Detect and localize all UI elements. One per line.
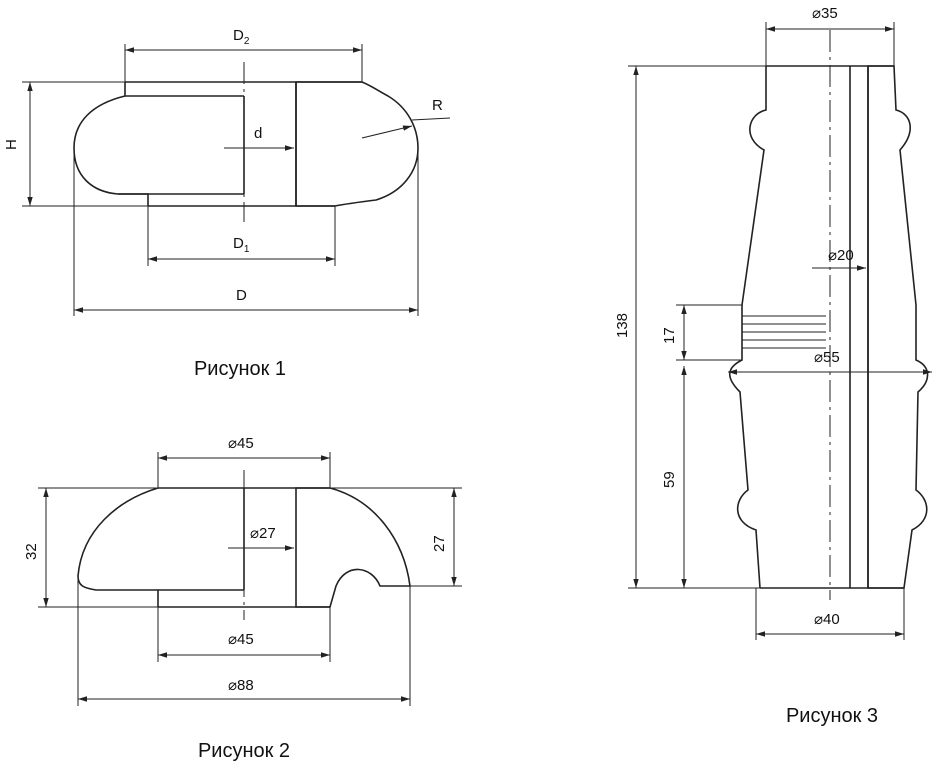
fig3-label-length-total: 138 <box>614 313 631 338</box>
fig1-caption: Рисунок 1 <box>194 358 286 380</box>
fig1-label-r: R <box>432 97 443 114</box>
fig1-label-d2: D2 <box>233 27 250 47</box>
fig2-label-bore: ⌀27 <box>250 525 276 542</box>
fig2-caption: Рисунок 2 <box>198 740 290 762</box>
fig2-outline-left <box>77 487 159 607</box>
figure-3: ⌀35 ⌀20 ⌀55 ⌀40 138 17 59 Рисунок 3 <box>614 5 932 727</box>
fig1-label-h: H <box>3 139 20 150</box>
fig3-caption: Рисунок 3 <box>786 705 878 727</box>
fig1-label-d1: D1 <box>233 235 250 255</box>
fig3-label-lower: 59 <box>661 471 678 488</box>
fig3-label-mid: ⌀55 <box>814 349 840 366</box>
fig2-label-top: ⌀45 <box>228 435 254 452</box>
fig3-label-bottom: ⌀40 <box>814 611 840 628</box>
fig1-label-d-small: d <box>254 125 262 142</box>
fig2-label-bottom: ⌀45 <box>228 631 254 648</box>
figure-2: ⌀45 32 27 ⌀27 ⌀45 ⌀88 Рисунок 2 <box>23 435 462 762</box>
fig2-label-height-part: 27 <box>431 535 448 552</box>
fig2-label-outer: ⌀88 <box>228 677 254 694</box>
fig3-section-hatch <box>867 65 929 589</box>
fig3-outline-left <box>728 66 767 589</box>
fig3-label-bore: ⌀20 <box>828 247 854 264</box>
figure-1: D2 H d R D1 D Рисунок 1 <box>3 27 451 380</box>
fig3-label-groove: 17 <box>661 327 678 344</box>
fig1-outline-left <box>73 82 149 206</box>
fig3-label-top: ⌀35 <box>812 5 838 22</box>
fig2-section-hatch <box>295 487 411 608</box>
fig1-section-hatch <box>295 81 419 207</box>
fig3-groove-rings <box>742 315 826 349</box>
fig2-label-height-total: 32 <box>23 543 40 560</box>
fig1-label-d: D <box>236 287 247 304</box>
